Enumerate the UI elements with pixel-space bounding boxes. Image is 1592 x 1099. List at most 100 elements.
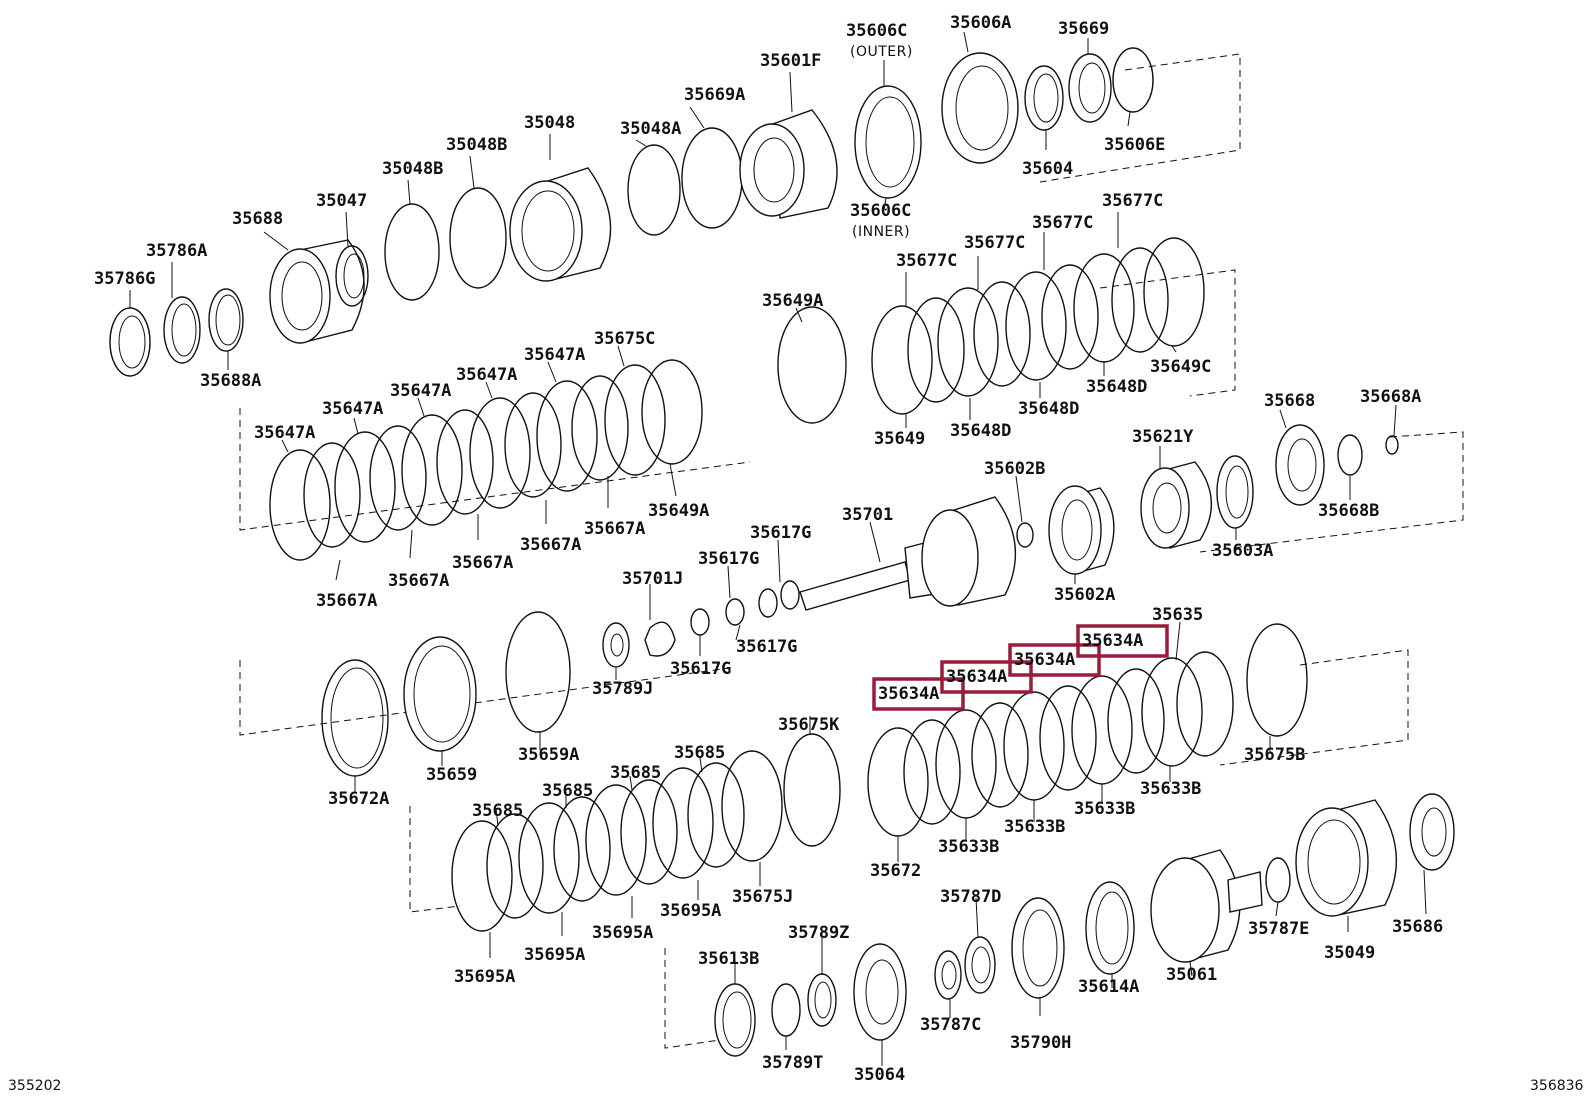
part-35048 xyxy=(509,167,612,282)
part-35675B xyxy=(1246,623,1308,737)
part-labels: 35606C (OUTER) 35606A 35669 35601F 35669… xyxy=(94,13,1443,1085)
part-label: 35606C xyxy=(846,21,907,41)
part-label: 35648D xyxy=(950,421,1011,441)
bottom-row-parts xyxy=(714,793,1455,1057)
fourth-row-parts xyxy=(321,611,571,777)
part-label: 35668B xyxy=(1318,501,1379,521)
part-label: 35695A xyxy=(660,901,721,921)
assembly-boundaries xyxy=(239,53,1464,1049)
part-label: 35667A xyxy=(316,591,377,611)
part-label: 35659A xyxy=(518,745,579,765)
part-35649A-ring xyxy=(777,306,847,424)
part-35675K xyxy=(783,733,841,847)
part-35672A xyxy=(321,659,389,777)
part-label: 35695A xyxy=(524,945,585,965)
part-label: 35686 xyxy=(1392,917,1443,937)
part-35048B-b xyxy=(449,187,507,289)
corner-code-right: 356836 xyxy=(1530,1078,1584,1094)
part-label: 35048 xyxy=(524,113,575,133)
part-label: 35677C xyxy=(1032,213,1093,233)
part-35601F xyxy=(739,109,838,219)
highlight-boxes xyxy=(872,624,1169,711)
part-label: 35047 xyxy=(316,191,367,211)
part-label: 35675C xyxy=(594,329,655,349)
part-35606A xyxy=(941,52,1019,164)
part-label: 35617G xyxy=(736,637,797,657)
part-label: 35659 xyxy=(426,765,477,785)
part-label: 35634A xyxy=(878,684,939,704)
part-label: 35688A xyxy=(200,371,261,391)
part-label: 35634A xyxy=(1082,631,1143,651)
leader-lines xyxy=(129,31,1427,1066)
part-label: 35786G xyxy=(94,269,155,289)
part-label: 35606A xyxy=(950,13,1011,33)
part-35614A xyxy=(1085,881,1135,975)
part-label: 35675K xyxy=(778,715,840,735)
part-label: 35061 xyxy=(1166,965,1217,985)
part-35659A xyxy=(505,611,571,733)
part-label: 35647A xyxy=(456,365,517,385)
part-label: 35790H xyxy=(1010,1033,1071,1053)
part-35603A xyxy=(1216,455,1254,529)
part-label: 35634A xyxy=(946,667,1007,687)
part-label: 35633B xyxy=(1004,817,1065,837)
part-label: 35649C xyxy=(1150,357,1211,377)
part-label: 35786A xyxy=(146,241,207,261)
part-35048B-a xyxy=(384,203,440,301)
part-35701 xyxy=(799,496,1017,611)
part-label: 35633B xyxy=(1140,779,1201,799)
part-35064 xyxy=(853,943,907,1041)
highlight-box-35634A-1 xyxy=(1076,624,1169,658)
top-row-parts xyxy=(109,47,1154,377)
part-35048A xyxy=(627,144,681,236)
part-label: 35685 xyxy=(542,781,593,801)
part-label: 35621Y xyxy=(1132,427,1194,447)
part-35613B xyxy=(714,983,756,1057)
part-label: 35602B xyxy=(984,459,1045,479)
part-label: 35668A xyxy=(1360,387,1421,407)
part-label: 35787D xyxy=(940,887,1001,907)
part-label: 35617G xyxy=(670,659,731,679)
part-label: 35601F xyxy=(760,51,821,71)
part-35659 xyxy=(403,636,477,752)
part-label: 35613B xyxy=(698,949,759,969)
part-label: 35675J xyxy=(732,887,793,907)
part-35617G-c xyxy=(725,598,745,626)
part-label: 35789J xyxy=(592,679,653,699)
part-label: 35688 xyxy=(232,209,283,229)
part-label: 35604 xyxy=(1022,159,1073,179)
part-35621Y xyxy=(1140,461,1212,549)
part-35049 xyxy=(1295,799,1398,917)
part-35786A xyxy=(163,296,201,364)
note-label: (OUTER) xyxy=(850,44,913,60)
part-label: 35647A xyxy=(322,399,383,419)
part-label: 35672 xyxy=(870,861,921,881)
part-35789Z xyxy=(807,973,837,1027)
part-35047 xyxy=(335,245,369,307)
part-label: 35606E xyxy=(1104,135,1165,155)
part-35686 xyxy=(1409,793,1455,871)
part-35617G-d xyxy=(690,608,710,636)
part-label: 35677C xyxy=(1102,191,1163,211)
clutch-pack-35647A xyxy=(269,359,703,561)
part-label: 35787E xyxy=(1248,919,1309,939)
note-label: (INNER) xyxy=(852,224,910,240)
part-label: 35048B xyxy=(446,135,507,155)
part-label: 35617G xyxy=(750,523,811,543)
part-label: 35617G xyxy=(698,549,759,569)
highlight-box-35634A-4 xyxy=(872,677,965,711)
part-label: 35602A xyxy=(1054,585,1115,605)
part-label: 35669A xyxy=(684,85,745,105)
part-label: 35675B xyxy=(1244,745,1305,765)
part-label: 35048B xyxy=(382,159,443,179)
part-35669A xyxy=(681,127,743,229)
part-35602A xyxy=(1048,485,1115,575)
highlight-box-35634A-3 xyxy=(940,660,1033,694)
part-label: 35606C xyxy=(850,201,911,221)
part-label: 35685 xyxy=(674,743,725,763)
part-label: 35669 xyxy=(1058,19,1109,39)
part-label: 35677C xyxy=(896,251,957,271)
part-label: 35787C xyxy=(920,1015,981,1035)
part-label: 35667A xyxy=(520,535,581,555)
clutch-pack-35685 xyxy=(451,750,783,932)
